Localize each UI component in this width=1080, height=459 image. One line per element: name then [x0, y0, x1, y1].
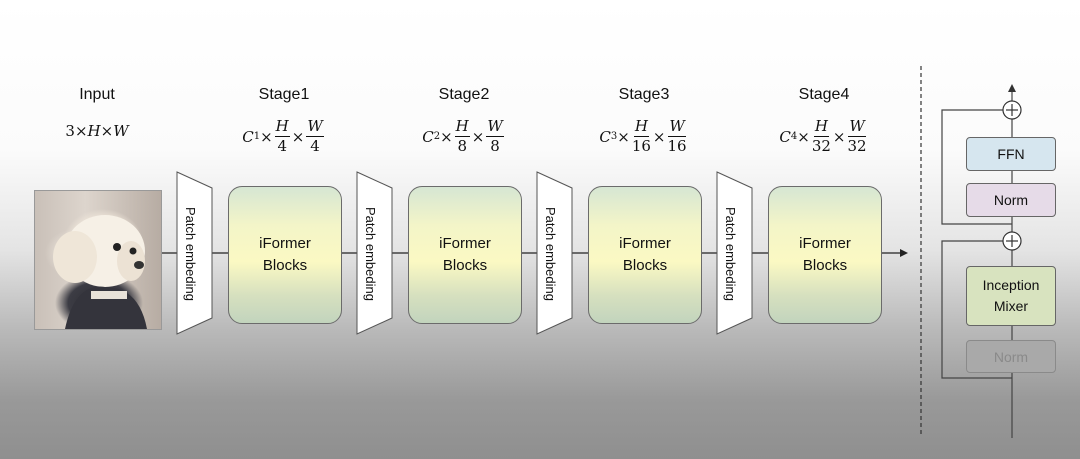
residual-loop-bottom — [941, 240, 1012, 379]
stage2-block-label-line1: iFormer — [439, 235, 491, 252]
stage4-title: Stage4 — [798, 86, 850, 103]
stage4-block-label-line1: iFormer — [799, 235, 851, 252]
patch-embedding-label-3: Patch embeding — [543, 207, 558, 301]
stage3-block-label-line2: Blocks — [622, 257, 668, 274]
dog-illustration — [53, 215, 147, 329]
stage1-block-label-line1: iFormer — [259, 235, 311, 252]
ffn-box: FFN — [966, 137, 1056, 171]
output-arrowhead — [900, 249, 908, 257]
input-dog-image — [34, 190, 162, 330]
stage1-title: Stage1 — [258, 86, 310, 103]
patch-embedding-label-1: Patch embeding — [183, 207, 198, 301]
stage4-block-label-line2: Blocks — [802, 257, 848, 274]
input-dims: 3×H×W — [65, 122, 129, 140]
stage2-title: Stage2 — [438, 86, 490, 103]
inception-mixer-line1: Inception — [982, 277, 1040, 293]
patch-embedding-shape-1 — [176, 171, 213, 335]
patch-embedding-shape-4 — [716, 171, 753, 335]
detail-top-arrowhead — [1008, 84, 1016, 92]
patch-embedding-shape-2 — [356, 171, 393, 335]
stage3-title: Stage3 — [618, 86, 670, 103]
stage1-block-label-line2: Blocks — [262, 257, 308, 274]
stage1-iformer-block: iFormer Blocks — [228, 186, 342, 324]
inception-mixer-box: Inception Mixer — [966, 266, 1056, 326]
residual-loop-top — [941, 109, 1012, 225]
norm-box-bottom: Norm — [966, 340, 1056, 373]
patch-embedding-shape-3 — [536, 171, 573, 335]
inception-mixer-line2: Mixer — [993, 298, 1029, 314]
stage3-block-label-line1: iFormer — [619, 235, 671, 252]
stage2-iformer-block: iFormer Blocks — [408, 186, 522, 324]
patch-embedding-label-2: Patch embeding — [363, 207, 378, 301]
patch-embedding-label-4: Patch embeding — [723, 207, 738, 301]
stage4-iformer-block: iFormer Blocks — [768, 186, 882, 324]
norm-box-top: Norm — [966, 183, 1056, 217]
input-title: Input — [79, 86, 115, 103]
stage3-iformer-block: iFormer Blocks — [588, 186, 702, 324]
stage2-block-label-line2: Blocks — [442, 257, 488, 274]
